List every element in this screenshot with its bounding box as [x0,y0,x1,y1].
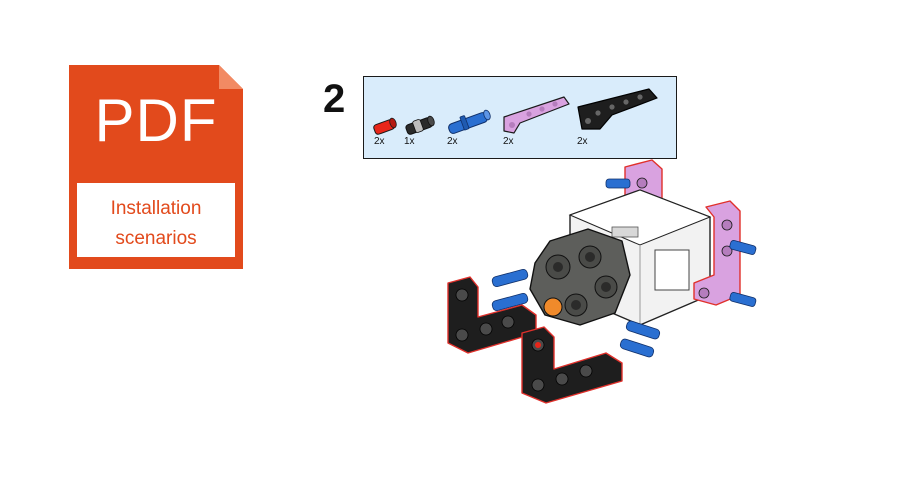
blue-pin-back [605,178,631,189]
pdf-caption: Installation scenarios [78,194,234,254]
part-qty-lavender-angled-beam: 2x [503,136,514,147]
lavender-angled-beam-icon [503,96,570,134]
part-qty-black-pin-connector: 1x [404,136,415,147]
pdf-document-icon[interactable] [69,65,243,269]
black-beam-left [447,276,537,354]
pdf-label: PDF [94,87,218,154]
blue-pins-right [729,240,757,307]
step-number: 2 [323,77,346,121]
blue-long-pin-icon [448,109,491,134]
black-beam-front [521,326,623,404]
black-pin-connector-icon [405,115,435,135]
pdf-caption-line-1: Installation [110,198,202,219]
part-qty-blue-long-pin: 2x [447,136,458,147]
part-qty-red-axle-pin: 2x [374,136,385,147]
gray-hub [529,228,631,326]
parts-illustration [373,88,658,135]
lavender-beam-right [693,200,741,306]
blue-pins-front [619,320,661,358]
assembly-illustration [447,159,757,404]
black-angled-beam-icon [577,88,658,130]
part-qty-black-angled-beam: 2x [577,136,588,147]
parts-list: 2x 1x 2x 2x 2x [363,76,677,159]
red-axle-pin-icon [373,117,397,135]
blue-pins-left [491,269,529,311]
pdf-caption-line-2: scenarios [115,228,197,249]
